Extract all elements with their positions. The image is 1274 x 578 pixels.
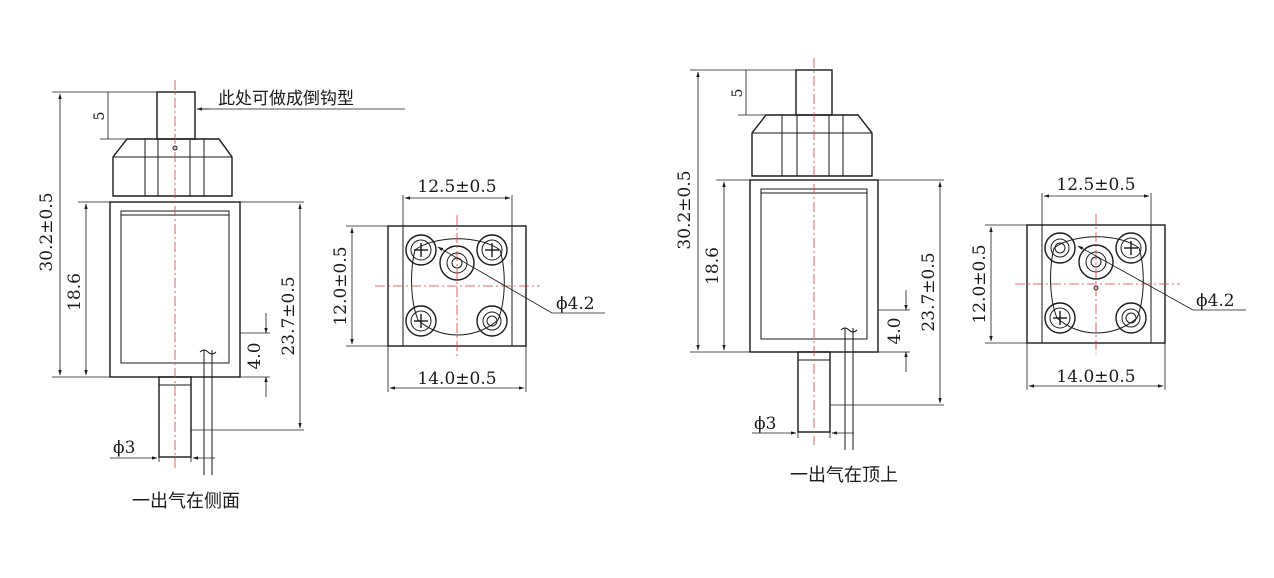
left-body-depth-label: 12.0±0.5 [331, 246, 351, 325]
right-side-dimensions: 30.2±0.5 18.6 5 23.7±0.5 4.0 ϕ3 [675, 69, 944, 438]
left-side-dimensions: 30.2±0.5 18.6 5 23.7±0.5 4.0 ϕ3 此处可做成倒钩型 [37, 89, 405, 462]
right-shaft-diameter-label: ϕ3 [754, 414, 776, 434]
right-top-hole-br [1115, 302, 1147, 334]
right-top-hole-tl [1044, 232, 1076, 264]
right-top-screw-bl [1044, 302, 1076, 334]
left-total-height-label: 30.2±0.5 [37, 192, 57, 271]
left-top-dimensions: 12.5±0.5 14.0±0.5 12.0±0.5 ϕ4.2 [331, 177, 605, 392]
left-frame-height-label: 18.6 [65, 273, 85, 311]
right-frame-outer-height-label: 23.7±0.5 [919, 252, 939, 331]
left-bore-diameter-label: ϕ4.2 [556, 294, 595, 314]
left-plunger [156, 91, 196, 140]
right-hole-spacing-label: 12.5±0.5 [1056, 175, 1135, 195]
left-frame-outer-height-label: 23.7±0.5 [279, 276, 299, 355]
left-collar [112, 138, 233, 197]
right-caption: 一出气在顶上 [790, 465, 898, 486]
left-side-view [109, 80, 241, 475]
left-top-hole-br [476, 305, 508, 337]
right-total-height-label: 30.2±0.5 [675, 170, 695, 249]
right-collar [751, 114, 873, 177]
right-frame-height-label: 18.6 [703, 247, 723, 285]
right-top-dimensions: 12.5±0.5 14.0±0.5 12.0±0.5 ϕ4.2 [970, 175, 1246, 390]
left-top-view [375, 215, 540, 356]
left-lead-offset-label: 4.0 [245, 342, 265, 369]
left-shaft-diameter-label: ϕ3 [113, 438, 135, 458]
left-top-screw-bl [405, 305, 437, 337]
right-top-view [1015, 214, 1180, 354]
left-top-screw-tr [476, 234, 508, 266]
left-caption: 一出气在侧面 [132, 491, 240, 512]
left-body-width-label: 14.0±0.5 [417, 369, 496, 389]
right-top-screw-tr [1115, 232, 1147, 264]
left-hole-spacing-label: 12.5±0.5 [417, 177, 496, 197]
hook-note: 此处可做成倒钩型 [218, 89, 354, 109]
right-plunger-extension-label: 5 [730, 89, 746, 98]
left-plunger-extension-label: 5 [92, 112, 108, 121]
right-side-view [749, 58, 879, 450]
right-lead-offset-label: 4.0 [885, 317, 905, 344]
right-body-width-label: 14.0±0.5 [1056, 367, 1135, 387]
right-bore-diameter-label: ϕ4.2 [1196, 291, 1235, 311]
right-body-depth-label: 12.0±0.5 [970, 244, 990, 323]
left-top-screw-tl [405, 234, 437, 266]
